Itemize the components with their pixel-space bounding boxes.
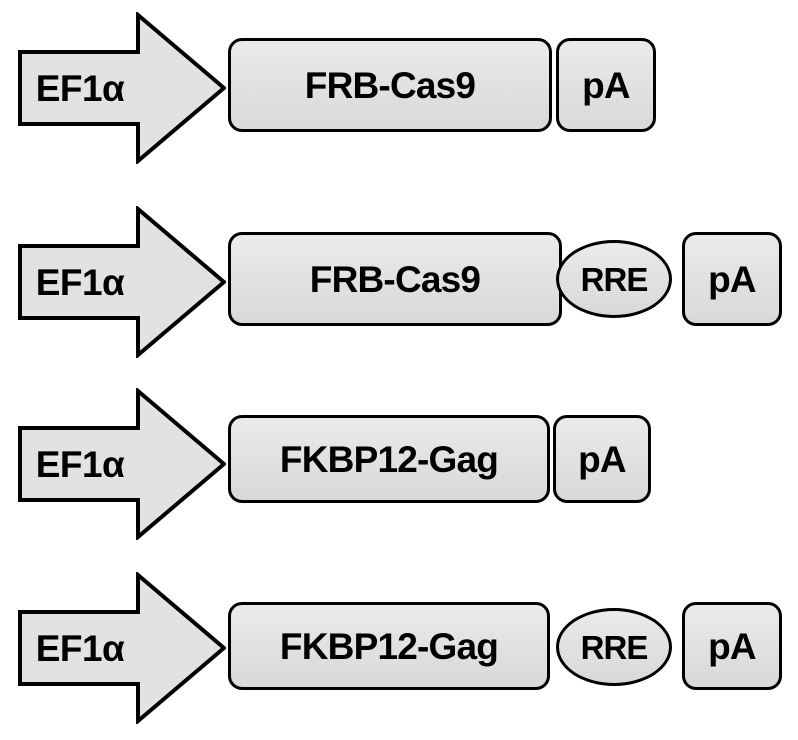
- arrow-shape-icon: [18, 12, 226, 164]
- rre-ellipse: RRE: [556, 608, 672, 686]
- gene-box-fkbp12-gag: FKBP12-Gag: [228, 415, 550, 503]
- pa-label: pA: [708, 625, 757, 667]
- promoter-label: EF1α: [35, 68, 125, 109]
- rre-ellipse: RRE: [556, 240, 672, 318]
- construct-row-fkbp12-gag: EF1α FKBP12-Gag pA: [0, 376, 798, 556]
- gene-box-frb-cas9: FRB-Cas9: [228, 38, 552, 132]
- pa-label: pA: [708, 258, 757, 300]
- gene-label: FKBP12-Gag: [279, 625, 499, 667]
- promoter-label: EF1α: [35, 628, 125, 669]
- gene-label: FKBP12-Gag: [279, 438, 499, 480]
- promoter-arrow-ef1a: [18, 572, 226, 724]
- promoter-arrow-ef1a: [18, 12, 226, 164]
- pa-box: pA: [556, 38, 656, 132]
- pa-box: pA: [682, 602, 782, 690]
- pa-label: pA: [582, 64, 631, 106]
- rre-label: RRE: [580, 260, 649, 298]
- promoter-arrow-ef1a: [18, 388, 226, 540]
- arrow-shape-icon: [18, 388, 226, 540]
- promoter-label: EF1α: [35, 444, 125, 485]
- promoter-label: EF1α: [35, 262, 125, 303]
- rre-label: RRE: [580, 628, 649, 666]
- construct-row-frb-cas9-rre: EF1α FRB-Cas9 RRE pA: [0, 194, 798, 374]
- pa-box: pA: [682, 232, 782, 326]
- arrow-shape-icon: [18, 572, 226, 724]
- pa-box: pA: [553, 415, 651, 503]
- gene-label: FRB-Cas9: [304, 64, 476, 106]
- gene-box-fkbp12-gag: FKBP12-Gag: [228, 602, 550, 690]
- construct-row-fkbp12-gag-rre: EF1α FKBP12-Gag RRE pA: [0, 560, 798, 740]
- pa-label: pA: [578, 438, 627, 480]
- arrow-shape-icon: [18, 206, 226, 358]
- promoter-arrow-ef1a: [18, 206, 226, 358]
- construct-row-frb-cas9: EF1α FRB-Cas9 pA: [0, 0, 798, 180]
- gene-label: FRB-Cas9: [309, 258, 481, 300]
- gene-box-frb-cas9: FRB-Cas9: [228, 232, 562, 326]
